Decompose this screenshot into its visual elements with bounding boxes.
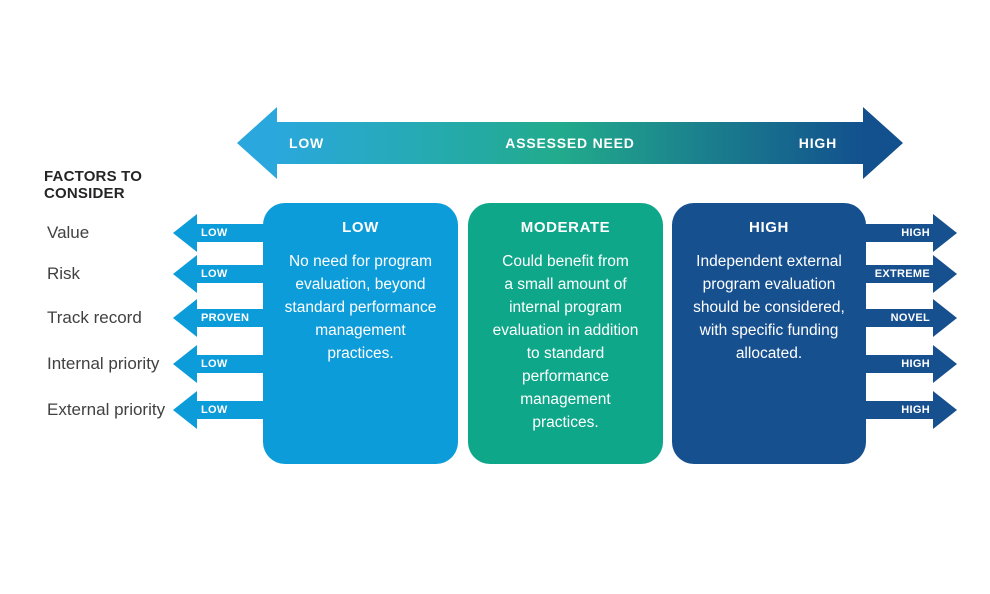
assessed-need-arrow: LOW ASSESSED NEED HIGH	[237, 107, 903, 179]
left-arrow-risk-label: LOW	[196, 265, 280, 283]
factors-to-consider-title: FACTORS TO CONSIDER	[44, 168, 143, 202]
left-arrow-head-icon	[173, 255, 197, 293]
right-arrow-head-icon	[933, 214, 957, 252]
low-need-card-body: No need for program evaluation, beyond s…	[284, 253, 437, 362]
left-arrow-value: LOW	[173, 214, 280, 252]
low-need-card-header: LOW	[342, 219, 379, 236]
factor-label-external-priority: External priority	[47, 400, 166, 419]
left-arrow-external-priority-label: LOW	[196, 401, 280, 419]
low-need-card: LOW No need for program evaluation, beyo…	[263, 203, 458, 464]
right-arrow-internal-priority-label: HIGH	[850, 355, 934, 373]
right-arrow-risk-label: EXTREME	[850, 265, 934, 283]
high-need-card: HIGH Independent external program evalua…	[672, 203, 866, 464]
left-arrow-track-record: PROVEN	[173, 299, 280, 337]
right-arrow-risk: EXTREME	[850, 255, 957, 293]
right-arrow-value-label: HIGH	[850, 224, 934, 242]
left-arrow-head-icon	[173, 391, 197, 429]
left-arrow-head-icon	[173, 214, 197, 252]
moderate-need-card-header: MODERATE	[520, 219, 611, 236]
moderate-need-card-body: Could benefit from a small amount of int…	[492, 253, 639, 431]
left-arrow-head-icon	[173, 345, 197, 383]
factor-label-value: Value	[47, 223, 90, 242]
right-arrow-head-icon	[933, 255, 957, 293]
left-arrow-track-record-label: PROVEN	[196, 309, 280, 327]
assessed-need-title: ASSESSED NEED	[505, 135, 635, 151]
assessed-need-low-label: LOW	[289, 135, 325, 151]
factor-label-internal-priority: Internal priority	[47, 354, 160, 373]
arrow-head-right-icon	[863, 107, 903, 179]
right-arrow-internal-priority: HIGH	[850, 345, 957, 383]
right-arrow-track-record-label: NOVEL	[850, 309, 934, 327]
factor-label-track-record: Track record	[47, 308, 142, 327]
left-arrow-risk: LOW	[173, 255, 280, 293]
high-need-card-body: Independent external program evaluation …	[693, 253, 845, 362]
right-arrow-head-icon	[933, 299, 957, 337]
left-arrow-head-icon	[173, 299, 197, 337]
right-arrow-external-priority: HIGH	[850, 391, 957, 429]
left-arrow-internal-priority: LOW	[173, 345, 280, 383]
factor-label-risk: Risk	[47, 264, 81, 283]
right-arrow-head-icon	[933, 345, 957, 383]
moderate-need-card: MODERATE Could benefit from a small amou…	[468, 203, 663, 464]
assessed-need-arrow-shaft	[274, 122, 866, 164]
high-need-card-header: HIGH	[749, 219, 789, 236]
right-arrow-external-priority-label: HIGH	[850, 401, 934, 419]
left-arrow-internal-priority-label: LOW	[196, 355, 280, 373]
right-arrow-head-icon	[933, 391, 957, 429]
assessed-need-high-label: HIGH	[798, 135, 837, 151]
right-arrow-value: HIGH	[850, 214, 957, 252]
left-arrow-external-priority: LOW	[173, 391, 280, 429]
left-arrow-value-label: LOW	[196, 224, 280, 242]
right-arrow-track-record: NOVEL	[850, 299, 957, 337]
arrow-head-left-icon	[237, 107, 277, 179]
